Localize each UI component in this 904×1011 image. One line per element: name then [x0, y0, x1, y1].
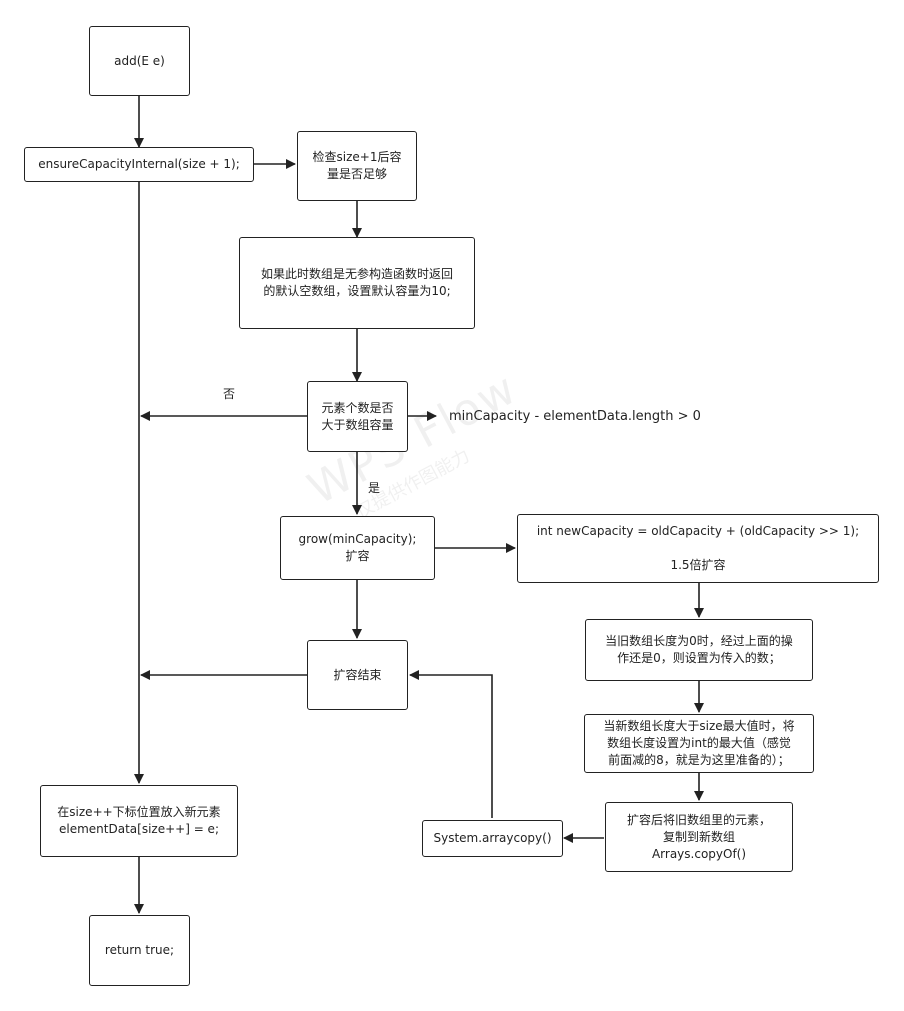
node-add: add(E e) [89, 26, 190, 96]
node-grow-end: 扩容结束 [307, 640, 408, 710]
node-return-text: return true; [104, 943, 175, 957]
node-max-length: 当新数组长度大于size最大值时，将 数组长度设置为int的最大值（感觉 前面减… [584, 714, 814, 773]
node-new-capacity: int newCapacity = oldCapacity + (oldCapa… [517, 514, 879, 583]
node-zero-line-1: 当旧数组长度为0时，经过上面的操 [605, 634, 793, 648]
node-ensure-text: ensureCapacityInternal(size + 1); [38, 157, 240, 171]
node-end-text: 扩容结束 [333, 667, 382, 682]
node-check-line-2: 量是否足够 [326, 167, 387, 181]
node-newcap-line-1: int newCapacity = oldCapacity + (oldCapa… [536, 524, 860, 538]
node-grow: grow(minCapacity); 扩容 [280, 516, 435, 580]
node-zero-line-2: 作还是0，则设置为传入的数； [617, 651, 781, 665]
node-max-line-2: 数组长度设置为int的最大值（感觉 [607, 736, 791, 750]
node-zero-length: 当旧数组长度为0时，经过上面的操 作还是0，则设置为传入的数； [585, 619, 813, 681]
node-ensure-capacity: ensureCapacityInternal(size + 1); [24, 147, 254, 182]
node-check-capacity: 检查size+1后容 量是否足够 [297, 131, 417, 201]
node-grow-line-1: grow(minCapacity); [298, 532, 417, 546]
node-return-true: return true; [89, 915, 190, 986]
node-arraycopy-text: System.arraycopy() [433, 831, 552, 845]
node-max-line-3: 前面减的8，就是为这里准备的）； [608, 753, 790, 767]
node-default-line-2: 的默认空数组，设置默认容量为10; [263, 284, 451, 298]
node-compare-line-1: 元素个数是否 [321, 400, 394, 415]
node-copy-elements: 扩容后将旧数组里的元素， 复制到新数组 Arrays.copyOf() [605, 802, 793, 872]
node-compare: 元素个数是否 大于数组容量 [307, 381, 408, 452]
node-max-line-1: 当新数组长度大于size最大值时，将 [603, 719, 795, 733]
node-copy-line-3: Arrays.copyOf() [651, 846, 747, 861]
node-grow-line-2: 扩容 [345, 549, 370, 563]
node-compare-line-2: 大于数组容量 [321, 417, 394, 432]
node-default-line-1: 如果此时数组是无参构造函数时返回 [260, 267, 453, 281]
node-copy-line-2: 复制到新数组 [662, 829, 735, 844]
label-condition: minCapacity - elementData.length > 0 [449, 409, 701, 424]
node-place-line-2: elementData[size++] = e; [59, 822, 219, 836]
node-system-arraycopy: System.arraycopy() [422, 820, 563, 857]
label-yes: 是 [368, 481, 381, 495]
node-check-line-1: 检查size+1后容 [312, 150, 402, 164]
node-add-text: add(E e) [114, 53, 165, 68]
node-copy-line-1: 扩容后将旧数组里的元素， [626, 812, 771, 827]
label-no: 否 [223, 387, 236, 401]
node-default-capacity: 如果此时数组是无参构造函数时返回 的默认空数组，设置默认容量为10; [239, 237, 475, 329]
node-newcap-line-3: 1.5倍扩容 [670, 558, 726, 572]
node-place-line-1: 在size++下标位置放入新元素 [57, 805, 221, 819]
edge-arraycopy-to-end [409, 670, 493, 818]
node-place-element: 在size++下标位置放入新元素 elementData[size++] = e… [40, 785, 238, 857]
